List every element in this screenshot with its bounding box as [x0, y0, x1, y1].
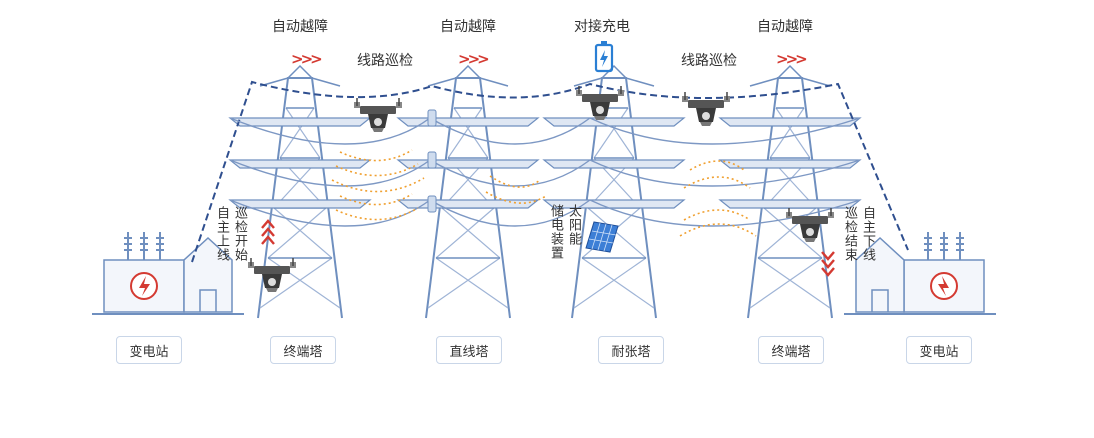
- insulators: [427, 109, 437, 213]
- label-docking-charge: 对接充电: [574, 19, 630, 35]
- label-auto-cross-1: 自动越障: [272, 19, 328, 35]
- mount-up-arrows-icon: [261, 219, 275, 245]
- label-patrol-start: 巡检开始: [232, 206, 247, 262]
- label-patrol-end: 巡检结束: [842, 206, 857, 262]
- label-auto-dismount: 自主下线: [860, 206, 875, 262]
- label-solar: 太阳能: [566, 204, 581, 246]
- straight-tower: [397, 65, 539, 319]
- pill-straight-tower: 直线塔: [436, 336, 502, 364]
- chevrons-icon-2: >>>: [458, 50, 490, 68]
- label-auto-cross-2: 自动越障: [440, 19, 496, 35]
- terminal-tower-right: [719, 65, 861, 319]
- label-auto-cross-3: 自动越障: [757, 19, 813, 35]
- chevrons-icon-1: >>>: [291, 50, 323, 68]
- tension-tower: [543, 65, 685, 319]
- dismount-down-arrows-icon: [821, 251, 835, 277]
- signal-waves: [331, 149, 757, 237]
- pill-substation-right: 变电站: [906, 336, 972, 364]
- pill-terminal-tower-left: 终端塔: [270, 336, 336, 364]
- robot-start: [247, 257, 297, 293]
- label-storage: 储电装置: [548, 204, 563, 260]
- pill-terminal-tower-right: 终端塔: [758, 336, 824, 364]
- chevrons-icon-3: >>>: [776, 50, 808, 68]
- robot-patrol-1: [353, 97, 403, 133]
- terminal-tower-left: [229, 65, 371, 319]
- pill-tension-tower: 耐张塔: [598, 336, 664, 364]
- shield-wire: [191, 80, 909, 263]
- label-line-patrol-2: 线路巡检: [681, 53, 737, 69]
- solar-panel-icon: [585, 221, 619, 253]
- label-auto-mount: 自主上线: [214, 206, 229, 262]
- pill-substation-left: 变电站: [116, 336, 182, 364]
- label-line-patrol-1: 线路巡检: [357, 53, 413, 69]
- battery-icon: [594, 41, 614, 73]
